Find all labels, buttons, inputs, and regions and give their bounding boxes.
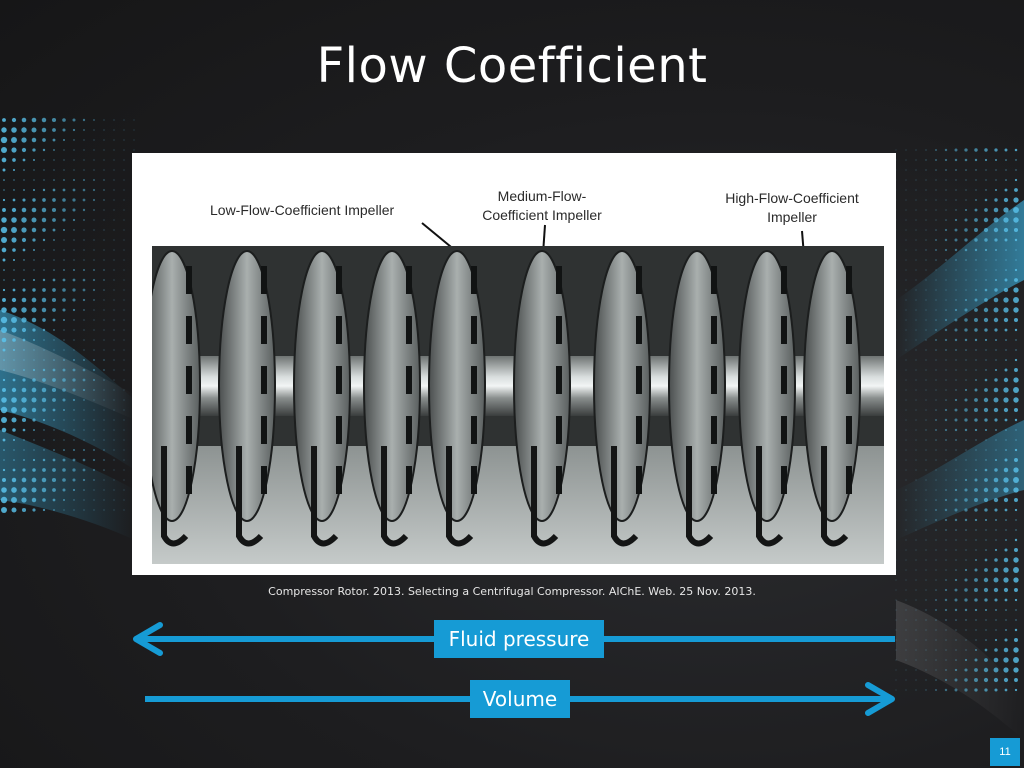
callout-high-line1: High-Flow-Coefficient	[725, 190, 859, 206]
callout-high-flow: High-Flow-Coefficient Impeller	[702, 189, 882, 227]
callout-low-flow: Low-Flow-Coefficient Impeller	[210, 202, 395, 218]
callout-high-line2: Impeller	[767, 209, 817, 225]
callout-medium-flow: Medium-Flow- Coefficient Impeller	[462, 187, 622, 225]
volume-label: Volume	[470, 680, 570, 718]
callout-medium-line1: Medium-Flow-	[497, 188, 587, 204]
page-number: 11	[990, 738, 1020, 766]
rotor-illustration	[152, 246, 884, 564]
slide-title: Flow Coefficient	[316, 38, 708, 94]
compressor-rotor-figure: Low-Flow-Coefficient Impeller Medium-Flo…	[132, 153, 896, 575]
rotor-photo	[152, 246, 884, 564]
figure-caption: Compressor Rotor. 2013. Selecting a Cent…	[268, 585, 756, 598]
fluid-pressure-label: Fluid pressure	[434, 620, 604, 658]
callout-medium-line2: Coefficient Impeller	[482, 207, 602, 223]
